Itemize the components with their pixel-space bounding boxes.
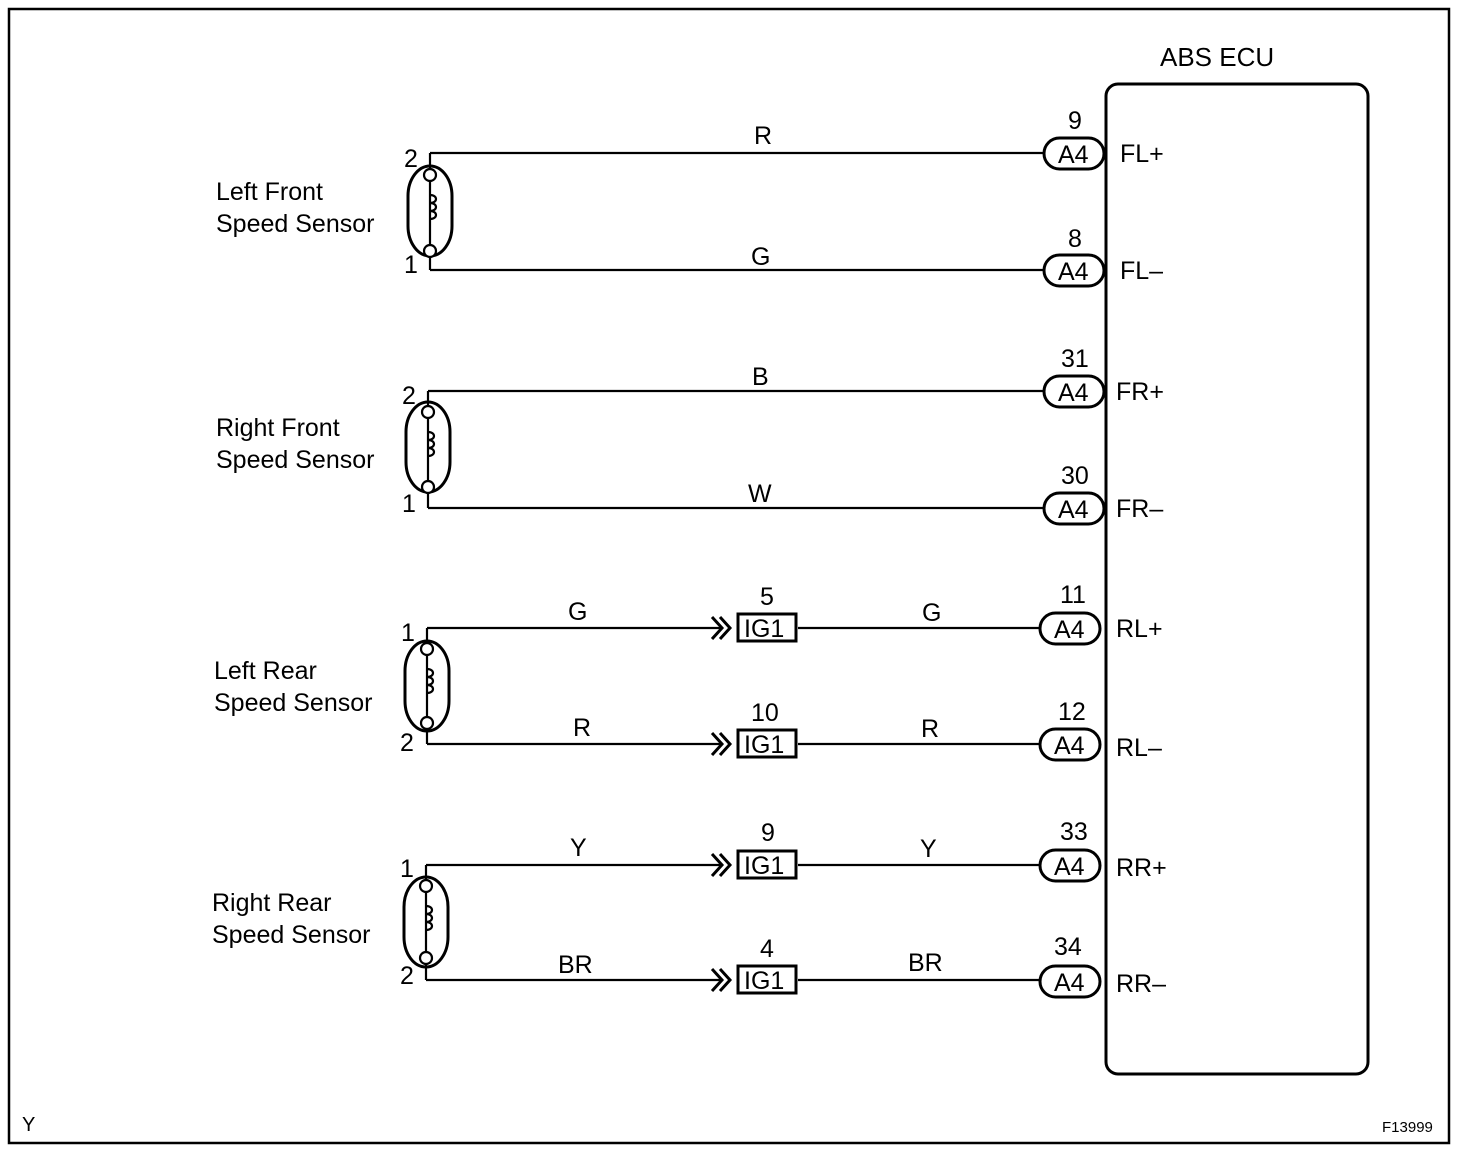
ecu-signal-label: FR– [1116, 495, 1163, 523]
ecu-signal-label: RL+ [1116, 615, 1163, 643]
junction-pin-label: 5 [760, 583, 774, 611]
sensor-name-right-front-1: Right Front [216, 414, 340, 442]
ecu-connector-fl-plus: A4 9 FL+ [1042, 107, 1164, 171]
wire-color-label: BR [558, 951, 593, 979]
ecu-pin-label: 33 [1060, 818, 1088, 846]
ecu-signal-label: FL– [1120, 257, 1163, 285]
ecu-pin-label: 31 [1061, 345, 1089, 373]
ecu-connector-rl-plus: A4 11 RL+ [1038, 581, 1163, 646]
wire-color-label: G [568, 598, 587, 626]
junction-connector-rr-plus: IG1 9 [710, 819, 798, 880]
sensor-pin-label: 2 [400, 962, 414, 990]
ecu-pin-label: 9 [1068, 107, 1082, 135]
sensor-name-left-front-1: Left Front [216, 178, 323, 206]
footer-left-code: Y [22, 1114, 35, 1136]
wire-color-label: R [754, 122, 772, 150]
wire-rl-minus: 2 R R [400, 714, 1044, 757]
wire-color-label-2: Y [920, 835, 937, 863]
sensor-pin-label: 1 [400, 855, 414, 883]
junction-connector-label: IG1 [744, 731, 784, 759]
ecu-connector-fl-minus: A4 8 FL– [1042, 225, 1163, 288]
junction-pin-label: 4 [760, 935, 774, 963]
junction-connector-rl-plus: IG1 5 [710, 583, 798, 643]
ecu-connector-label: A4 [1054, 853, 1085, 881]
ecu-connector-fr-plus: A4 31 FR+ [1042, 345, 1164, 409]
ecu-signal-label: FR+ [1116, 378, 1164, 406]
sensor-pin-label: 2 [404, 145, 418, 173]
sensor-pin-label: 1 [401, 619, 415, 647]
ecu-pin-label: 8 [1068, 225, 1082, 253]
ecu-signal-label: RR– [1116, 970, 1166, 998]
wire-color-label-2: G [922, 599, 941, 627]
sensor-symbol-right-rear [402, 865, 450, 980]
junction-connector-rr-minus: IG1 4 [710, 935, 798, 995]
wire-fl-plus: 2 R [404, 122, 1044, 173]
ecu-pin-label: 30 [1061, 462, 1089, 490]
ecu-connector-label: A4 [1054, 732, 1085, 760]
sensor-pin-label: 2 [402, 382, 416, 410]
sensor-pin-label: 2 [400, 729, 414, 757]
sensor-name-left-front-2: Speed Sensor [216, 210, 374, 238]
wire-color-label-2: R [921, 715, 939, 743]
wire-color-label: Y [570, 834, 587, 862]
sensor-pin-label: 1 [404, 251, 418, 279]
ecu-pin-label: 34 [1054, 933, 1082, 961]
junction-connector-label: IG1 [744, 615, 784, 643]
abs-ecu-box [1104, 82, 1370, 1076]
ecu-connector-label: A4 [1058, 496, 1089, 524]
sensor-symbol-left-front [406, 153, 454, 270]
ecu-connector-rr-plus: A4 33 RR+ [1038, 818, 1167, 883]
wire-color-label-2: BR [908, 949, 943, 977]
sensor-name-right-rear-2: Speed Sensor [212, 921, 370, 949]
wire-rl-plus: 1 G G [401, 598, 1044, 647]
ecu-connector-label: A4 [1058, 258, 1089, 286]
ecu-signal-label: RL– [1116, 734, 1162, 762]
ecu-connector-label: A4 [1054, 616, 1085, 644]
sensor-name-right-rear-1: Right Rear [212, 889, 332, 917]
ecu-connector-label: A4 [1058, 141, 1089, 169]
ecu-connector-label: A4 [1054, 969, 1085, 997]
wire-color-label: W [748, 480, 772, 508]
ecu-connector-fr-minus: A4 30 FR– [1042, 462, 1163, 526]
sensor-pin-label: 1 [402, 490, 416, 518]
ecu-signal-label: FL+ [1120, 140, 1164, 168]
junction-connector-rl-minus: IG1 10 [710, 699, 798, 759]
ecu-connector-rr-minus: A4 34 RR– [1038, 933, 1166, 999]
sensor-name-right-front-2: Speed Sensor [216, 446, 374, 474]
wire-fr-plus: 2 B [402, 363, 1044, 410]
junction-pin-label: 10 [751, 699, 779, 727]
wire-rr-plus: 1 Y Y [400, 834, 1044, 883]
ecu-pin-label: 11 [1060, 581, 1086, 609]
diagram-frame [7, 7, 1451, 1145]
ecu-signal-label: RR+ [1116, 854, 1167, 882]
ecu-title: ABS ECU [1160, 42, 1274, 72]
ecu-connector-rl-minus: A4 12 RL– [1038, 698, 1162, 762]
wire-fl-minus: 1 G [404, 243, 1044, 279]
ecu-connector-label: A4 [1058, 379, 1089, 407]
junction-pin-label: 9 [761, 819, 775, 847]
wire-color-label: G [751, 243, 770, 271]
figure-id: F13999 [1382, 1119, 1433, 1136]
ecu-pin-label: 12 [1058, 698, 1086, 726]
sensor-name-left-rear-1: Left Rear [214, 657, 317, 685]
sensor-symbol-left-rear [403, 628, 451, 744]
wire-rr-minus: 2 BR BR [400, 949, 1044, 990]
sensor-symbol-right-front [404, 391, 452, 508]
junction-connector-label: IG1 [744, 852, 784, 880]
wire-fr-minus: 1 W [402, 480, 1044, 518]
sensor-name-left-rear-2: Speed Sensor [214, 689, 372, 717]
junction-connector-label: IG1 [744, 967, 784, 995]
wire-color-label: R [573, 714, 591, 742]
wire-color-label: B [752, 363, 769, 391]
